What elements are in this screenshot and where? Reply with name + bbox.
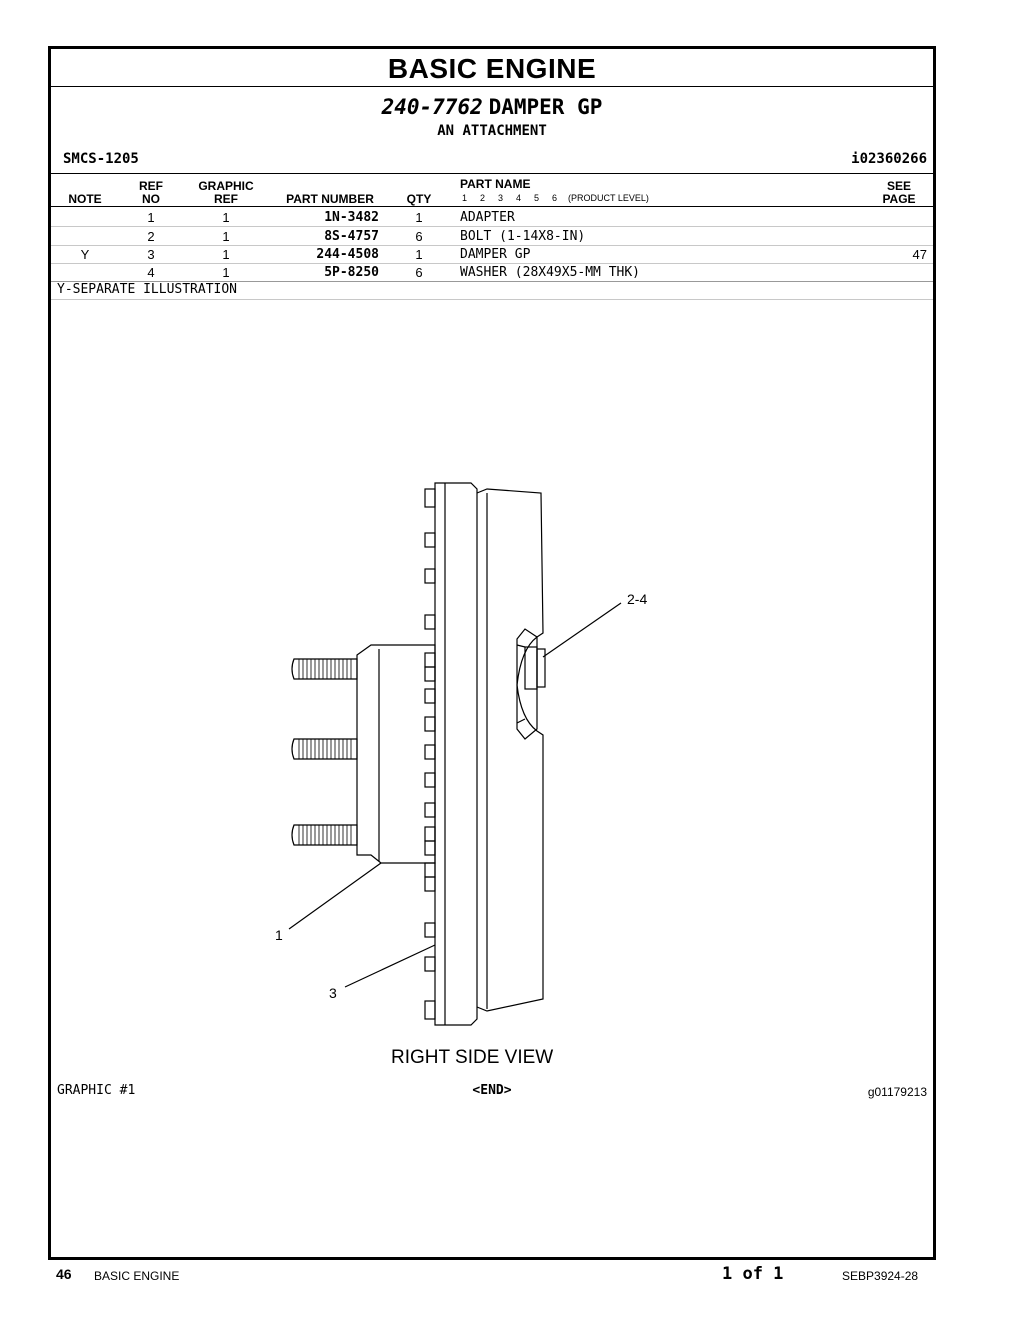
view-label: RIGHT SIDE VIEW [391,1047,554,1068]
level-4: 4 [516,193,522,203]
row-3-part-name: DAMPER GP [460,247,531,262]
row-4-ref: 4 [147,265,155,280]
col-ref-header-bottom: NO [142,192,160,206]
page-frame: BASIC ENGINE 240-7762 DAMPER GP AN ATTAC… [48,46,936,1260]
row-3-note: Y [80,247,90,262]
row-1-part-name: ADAPTER [460,210,515,225]
row-3-see-page: 47 [912,247,927,262]
row-4-qty: 6 [415,265,423,280]
part-group-subtitle: AN ATTACHMENT [437,123,547,139]
bolt-detail [516,628,546,740]
row-2-part-name: BOLT (1-14X8-IN) [460,229,586,244]
part-group-name: DAMPER GP [488,95,603,119]
leader-line-2-4 [542,602,622,658]
document-ident: i02360266 [851,151,927,167]
footer-section: BASIC ENGINE [94,1269,180,1283]
col-see-page-header-top: SEE [886,179,911,193]
callout-2-4: 2-4 [627,591,648,607]
divider [51,206,933,207]
graphic-label: GRAPHIC #1 [57,1083,136,1098]
row-2-part-number: 8S-4757 [324,229,379,244]
row-1-part-number: 1N-3482 [324,210,379,225]
row-4-part-name: WASHER (28X49X5-MM THK) [460,265,641,280]
end-label: <END> [472,1083,512,1098]
row-divider [51,226,933,227]
row-2-ref: 2 [147,229,155,244]
level-2: 2 [480,193,486,203]
row-3-qty: 1 [415,247,423,262]
row-1-graphic: 1 [222,210,230,225]
level-6: 6 [552,193,558,203]
divider [51,281,933,282]
col-see-page-header-bottom: PAGE [882,192,916,206]
part-group-title: 240-7762 DAMPER GP [51,95,933,120]
damper-illustration [288,482,622,1026]
table-footnote: Y-SEPARATE ILLUSTRATION [57,282,238,297]
row-3-ref: 3 [147,247,155,262]
doc-number: SEBP3924-28 [842,1269,919,1283]
smcs-code: SMCS-1205 [63,151,139,167]
row-3-part-number: 244-4508 [316,247,379,262]
row-1-ref: 1 [147,210,155,225]
col-note-header: NOTE [68,192,102,206]
damper-disc [434,482,478,1026]
product-level-label: (PRODUCT LEVEL) [568,193,649,203]
row-1-qty: 1 [415,210,423,225]
col-graphic-header-bottom: REF [214,192,238,206]
level-1: 1 [462,193,468,203]
leader-line-1 [288,862,382,930]
level-3: 3 [498,193,504,203]
stud [291,824,358,846]
graphic-number: g01179213 [867,1085,927,1099]
row-3-graphic: 1 [222,247,230,262]
stud [291,738,358,760]
section-title: BASIC ENGINE [387,53,597,84]
col-ref-header-top: REF [139,179,163,193]
divider [51,299,933,300]
leader-line-3 [344,944,436,988]
level-5: 5 [534,193,540,203]
callout-1: 1 [275,927,283,943]
page-number: 46 [56,1266,72,1282]
row-4-part-number: 5P-8250 [324,265,379,280]
divider [51,86,933,87]
row-divider [51,245,933,246]
col-part-number-header: PART NUMBER [286,192,374,206]
row-2-qty: 6 [415,229,423,244]
adapter-hub [356,644,436,864]
col-qty-header: QTY [406,192,432,206]
bolt-heads [424,488,436,1020]
stud [291,658,358,680]
page-of: 1 of 1 [722,1264,784,1284]
row-divider [51,263,933,264]
row-4-graphic: 1 [222,265,230,280]
col-part-name-header: PART NAME [460,177,531,191]
row-2-graphic: 1 [222,229,230,244]
callout-3: 3 [329,985,337,1001]
part-group-number: 240-7762 [381,95,483,119]
col-graphic-header-top: GRAPHIC [198,179,254,193]
divider [51,173,933,174]
